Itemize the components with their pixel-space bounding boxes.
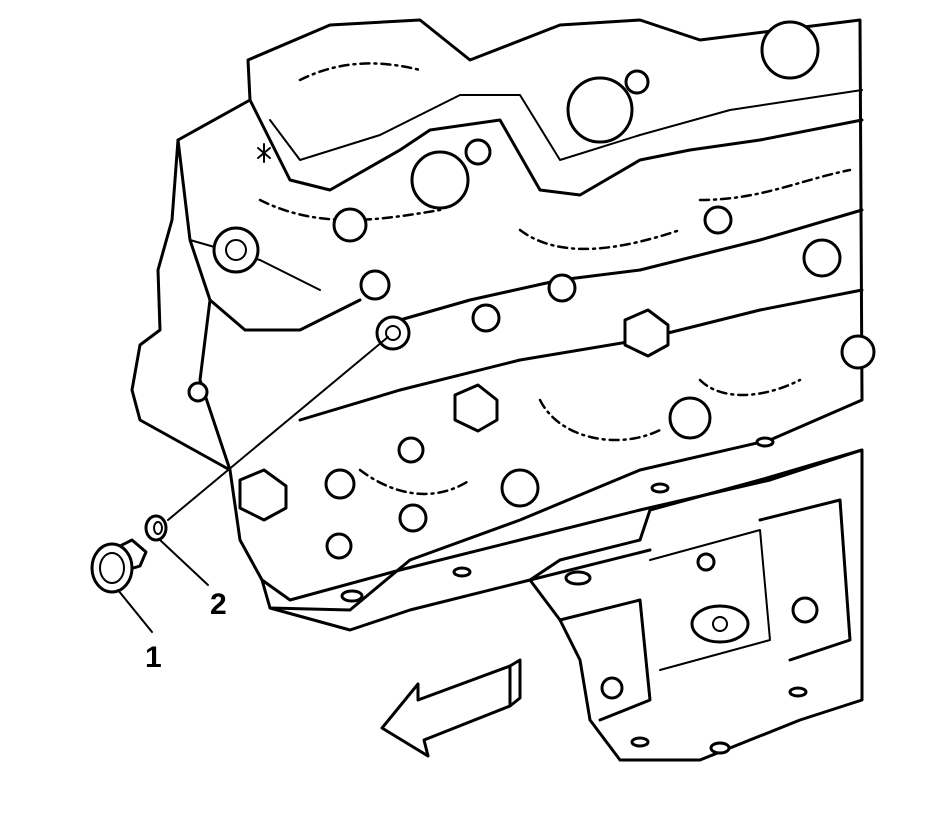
callout-2-leader <box>159 539 209 586</box>
cast-line-5 <box>698 378 802 397</box>
freeze-plug-1 <box>668 396 712 440</box>
cylinder-bore-2 <box>566 76 634 144</box>
pan-rail-lower <box>268 548 652 632</box>
block-deck-inner <box>269 89 863 161</box>
boss-9 <box>471 303 501 333</box>
boss-2 <box>332 207 368 243</box>
boss-1-hole <box>225 239 247 261</box>
cast-line-6 <box>358 468 472 496</box>
plug-icon <box>90 538 148 594</box>
plug-port <box>375 315 411 351</box>
boss-14 <box>187 381 209 403</box>
oil-gallery-port <box>690 604 750 644</box>
block-deck-edge <box>248 98 864 197</box>
block-rib-1 <box>176 138 362 332</box>
boss-3 <box>359 269 391 301</box>
block-rib-5 <box>298 288 864 422</box>
callout-2-label: 2 <box>210 588 227 621</box>
bolt-head-3 <box>238 468 288 522</box>
boss-10 <box>324 468 356 500</box>
plug-port-hole <box>385 325 401 341</box>
crankcase-outline <box>528 448 864 762</box>
boss-6 <box>703 205 733 235</box>
block-rib-4 <box>398 208 864 322</box>
rail-hole-3 <box>650 482 670 494</box>
boss-4 <box>464 138 492 166</box>
oil-gallery-hole <box>712 616 728 632</box>
rail-hole-7 <box>630 736 650 748</box>
bearing-cap-1 <box>558 598 652 722</box>
crankcase <box>528 448 864 762</box>
boss-13 <box>325 532 353 560</box>
boss-5 <box>624 69 650 95</box>
detail-star-icon <box>257 143 271 163</box>
engine-block-outline <box>130 18 864 612</box>
bearing-cap-2 <box>758 498 852 662</box>
crankcase-web <box>649 529 771 671</box>
boss-12 <box>398 503 428 533</box>
boss-1 <box>212 226 260 274</box>
freeze-plug-2 <box>500 468 540 508</box>
boss-15 <box>791 596 819 624</box>
cylinder-bore-1 <box>410 150 470 210</box>
block-bosses <box>187 20 876 755</box>
boss-17 <box>696 552 716 572</box>
pan-rail <box>260 448 864 602</box>
assembly-axis-line <box>167 336 389 521</box>
rail-hole-6 <box>709 741 731 755</box>
rail-hole-8 <box>788 686 808 698</box>
cast-line-3 <box>698 168 852 202</box>
cast-line-4 <box>538 398 662 442</box>
cylinder-bore-3 <box>760 20 820 80</box>
boss-8 <box>547 273 577 303</box>
boss-16 <box>600 676 624 700</box>
block-rib-2 <box>198 298 232 472</box>
bolt-head-1 <box>623 308 670 358</box>
rail-hole-5 <box>564 570 592 586</box>
arrow-left-icon <box>380 658 522 758</box>
callout-1-label: 1 <box>145 641 162 674</box>
o-ring-icon <box>144 514 168 542</box>
callout-1-leader <box>117 589 153 633</box>
cast-line-7 <box>298 62 422 82</box>
boss-11 <box>397 436 425 464</box>
rail-hole-1 <box>340 589 364 603</box>
cast-line-2 <box>518 228 682 251</box>
plug-assembly: 2 1 <box>90 336 389 674</box>
freeze-plug-3 <box>840 334 876 370</box>
rail-hole-2 <box>452 566 472 578</box>
boss-7 <box>802 238 842 278</box>
bolt-head-2 <box>453 383 499 433</box>
rail-hole-4 <box>755 436 775 448</box>
